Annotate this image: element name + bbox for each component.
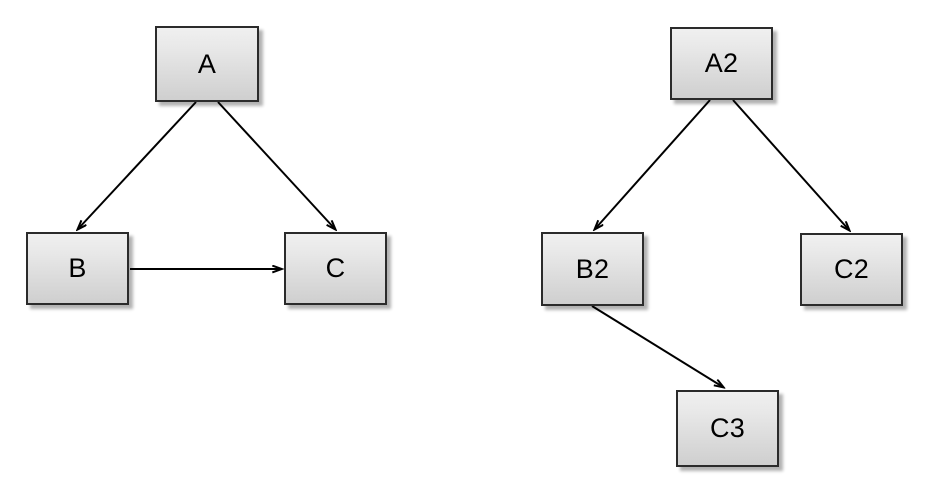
edge-a2-to-c2 <box>732 99 849 230</box>
node-b2[interactable]: B2 <box>541 232 644 306</box>
edge-b2-to-c3 <box>591 305 723 387</box>
edge-a-to-c <box>217 101 335 229</box>
node-c2[interactable]: C2 <box>800 233 903 306</box>
node-c[interactable]: C <box>284 232 387 305</box>
edge-a2-to-b2 <box>595 99 711 229</box>
node-a-label: A <box>197 48 217 79</box>
edge-a-to-b <box>78 101 197 229</box>
node-b[interactable]: B <box>26 232 129 305</box>
node-c3-label: C3 <box>710 413 745 443</box>
node-b-label: B <box>68 253 87 283</box>
node-c-label: C <box>325 253 346 283</box>
node-c2-label: C2 <box>834 254 869 284</box>
node-b2-label: B2 <box>575 253 610 284</box>
node-a2[interactable]: A2 <box>670 27 773 100</box>
node-c3[interactable]: C3 <box>676 390 779 467</box>
node-a[interactable]: A <box>155 26 259 102</box>
node-a2-label: A2 <box>704 48 739 78</box>
